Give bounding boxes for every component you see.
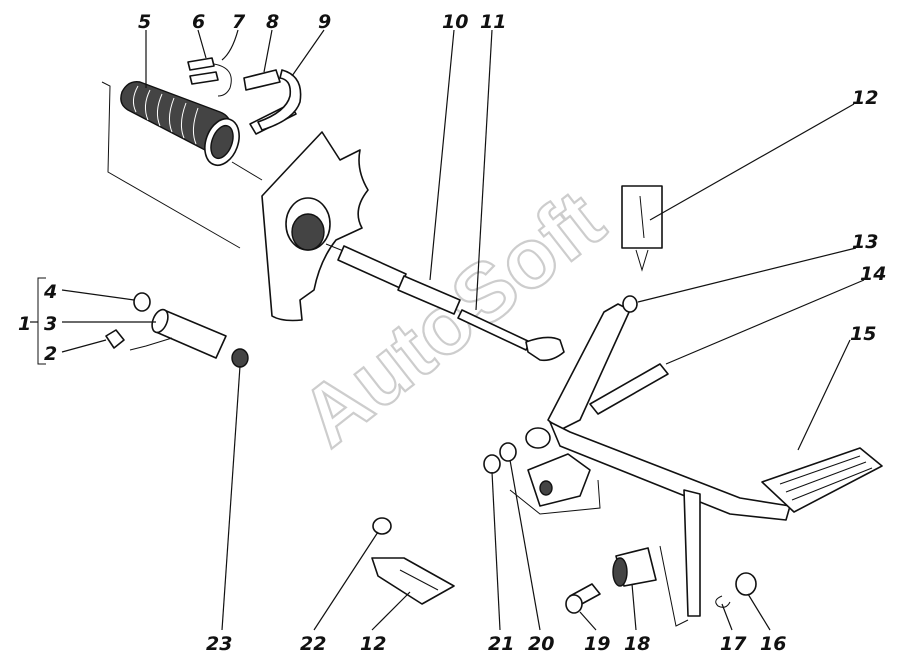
callout-21: 21	[488, 633, 514, 655]
nut-4	[133, 292, 151, 312]
guide-line-bushing-18	[659, 545, 689, 627]
rubber-boot	[120, 81, 240, 167]
callout-18: 18	[624, 633, 650, 655]
coupling-sleeve-3	[151, 308, 227, 359]
callout-12-top: 12	[852, 87, 878, 109]
clip-6	[187, 57, 219, 85]
bracket-1	[37, 277, 46, 365]
push-rod	[325, 243, 565, 362]
floor-panel	[261, 131, 369, 322]
clamp-band-9	[257, 69, 302, 131]
callout-7: 7	[232, 11, 246, 33]
cotter-pin-inset-top	[621, 185, 663, 272]
callout-8: 8	[266, 11, 279, 33]
spring-ring-7	[213, 63, 232, 97]
washer-23	[231, 348, 249, 368]
bolt-19-head	[565, 594, 583, 614]
callout-13: 13	[852, 231, 878, 253]
pin-14	[589, 363, 669, 415]
washer-22	[372, 517, 392, 535]
spring-washer-17	[715, 595, 731, 608]
leader-lines	[30, 29, 865, 631]
callout-20: 20	[528, 633, 554, 655]
guide-line-bushing	[129, 337, 173, 351]
pedal-bracket	[509, 453, 601, 515]
callout-15: 15	[850, 323, 876, 345]
callout-4: 4	[43, 281, 57, 303]
callout-22: 22	[300, 633, 326, 655]
cotter-pin-inset-bottom	[371, 557, 455, 605]
callout-6: 6	[192, 11, 205, 33]
guide-line-boot	[101, 81, 241, 249]
callout-23: 23	[206, 633, 232, 655]
callout-16: 16	[760, 633, 786, 655]
pedal-lever	[525, 303, 883, 617]
callout-19: 19	[584, 633, 610, 655]
callout-5: 5	[138, 11, 151, 33]
nut-16	[735, 572, 757, 596]
washer-21	[483, 454, 501, 474]
washer-13	[622, 295, 638, 313]
callout-9: 9	[318, 11, 331, 33]
callout-12-bottom: 12	[360, 633, 386, 655]
callout-10: 10	[442, 11, 468, 33]
bushing-2	[105, 329, 125, 349]
callout-11: 11	[480, 11, 506, 33]
washer-20	[499, 442, 517, 462]
callout-1: 1	[18, 313, 31, 335]
callout-14: 14	[860, 263, 886, 285]
bushing-18	[612, 547, 657, 587]
callout-2: 2	[44, 343, 57, 365]
callout-17: 17	[720, 633, 747, 655]
guide-line-boot-arrow	[231, 161, 263, 181]
callout-3: 3	[44, 313, 57, 335]
